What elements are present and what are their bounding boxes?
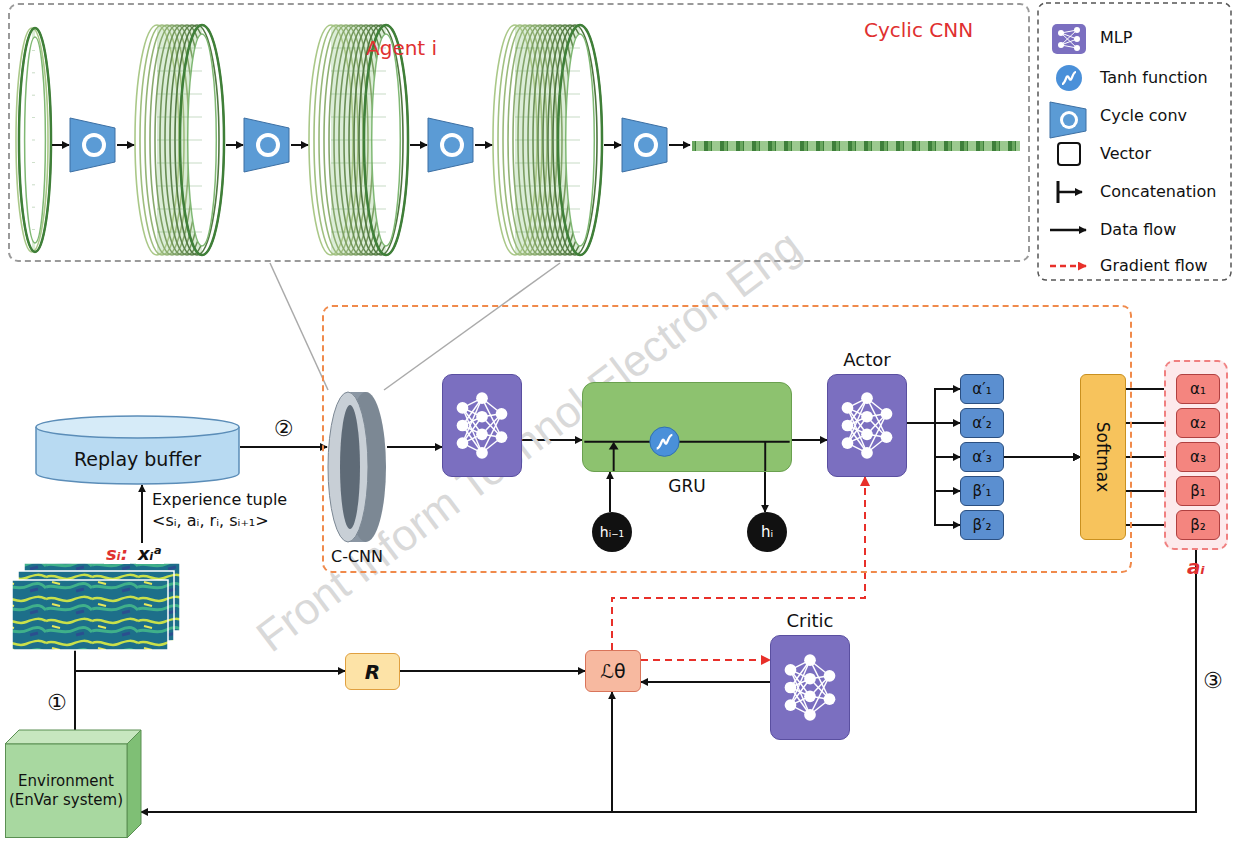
process-box: β′₁ bbox=[960, 476, 1004, 506]
action-group: aᵢα₁α₂α₃β₁β₂ bbox=[1164, 360, 1228, 550]
callout-number: ③ bbox=[1203, 668, 1223, 693]
legend-box bbox=[1038, 3, 1231, 280]
data-flow-arrow bbox=[907, 423, 960, 457]
gradient-flow-arrow bbox=[641, 659, 770, 661]
node-text: Replay buffer bbox=[74, 448, 201, 470]
legend-text: Tanh function bbox=[1100, 68, 1208, 87]
legend-text: Vector bbox=[1100, 144, 1151, 163]
node-text: α₂ bbox=[1190, 414, 1206, 432]
node-heading: Critic bbox=[787, 610, 834, 631]
node-text: α′₂ bbox=[972, 414, 991, 432]
legend-text: Cycle conv bbox=[1100, 106, 1187, 125]
legend-text: MLP bbox=[1100, 28, 1132, 47]
mlp-box bbox=[442, 374, 522, 477]
mlp-box: Actor bbox=[827, 374, 907, 477]
node-text: hᵢ₋₁ bbox=[600, 524, 624, 540]
legend-icons bbox=[1050, 24, 1086, 266]
node-text: α′₁ bbox=[972, 380, 991, 398]
process-box: α₂ bbox=[1176, 408, 1220, 438]
annotation: xᵢᵃ bbox=[136, 543, 164, 564]
data-flow-arrows bbox=[52, 144, 690, 146]
node-heading: C-CNN bbox=[331, 547, 383, 566]
cycle-conv-icons bbox=[70, 118, 667, 172]
softmax-box: Softmax bbox=[1080, 374, 1126, 540]
data-flow-arrow bbox=[907, 389, 960, 423]
region-title: Agent i bbox=[366, 36, 437, 60]
annotation: sᵢ: bbox=[104, 543, 130, 564]
output-vector-strip bbox=[692, 141, 1020, 151]
node-text: α′₃ bbox=[972, 448, 991, 466]
data-flow-arrow bbox=[609, 472, 611, 512]
data-flow-arrow bbox=[1004, 456, 1080, 458]
data-flow-arrow bbox=[907, 423, 960, 525]
process-box: β′₂ bbox=[960, 510, 1004, 540]
node-heading: GRU bbox=[668, 476, 705, 496]
cyclic-rings bbox=[16, 25, 602, 255]
data-flow-arrow bbox=[907, 423, 960, 491]
data-flow-arrow bbox=[612, 550, 1196, 812]
callout-number: ② bbox=[274, 416, 294, 441]
data-flow-arrow bbox=[792, 439, 827, 441]
data-flow-arrow bbox=[641, 681, 770, 683]
group-region: Cyclic CNN bbox=[8, 3, 1030, 262]
data-flow-arrow bbox=[240, 446, 327, 448]
mlp-icon bbox=[828, 375, 906, 476]
data-flow-arrow bbox=[1004, 456, 1080, 458]
environment-box: Environment (EnVar system) bbox=[5, 730, 141, 838]
data-flow-arrow bbox=[387, 446, 442, 448]
node-text: Softmax bbox=[1093, 422, 1113, 493]
process-box: α′₁ bbox=[960, 374, 1004, 404]
state-heatmap-stack bbox=[12, 563, 180, 650]
legend-text: Concatenation bbox=[1100, 182, 1216, 201]
process-box: R bbox=[345, 653, 400, 690]
node-text: Environment (EnVar system) bbox=[7, 772, 125, 810]
data-flow-arrow bbox=[400, 670, 585, 672]
legend-text: Gradient flow bbox=[1100, 256, 1208, 275]
data-flow-arrow bbox=[1004, 456, 1080, 458]
node-text: β₂ bbox=[1190, 516, 1206, 534]
node-heading: Actor bbox=[843, 349, 890, 370]
node-text: α₁ bbox=[1190, 380, 1206, 398]
mlp-box: Critic bbox=[770, 635, 850, 740]
region-title: Cyclic CNN bbox=[864, 18, 973, 42]
process-box: β₁ bbox=[1176, 476, 1220, 506]
process-box: α₃ bbox=[1176, 442, 1220, 472]
process-box: ℒθ bbox=[585, 650, 641, 692]
node-text: α₃ bbox=[1190, 448, 1206, 466]
hidden-state-circle: hᵢ bbox=[747, 512, 787, 552]
node-text: R bbox=[365, 660, 380, 684]
process-box: α′₂ bbox=[960, 408, 1004, 438]
node-text: β₁ bbox=[1190, 482, 1206, 500]
node-text: β′₂ bbox=[973, 516, 992, 534]
data-flow-arrow bbox=[764, 472, 766, 512]
process-box: β₂ bbox=[1176, 510, 1220, 540]
hidden-state-circle: hᵢ₋₁ bbox=[592, 512, 632, 552]
data-flow-arrow bbox=[1004, 456, 1080, 458]
data-flow-arrow bbox=[75, 671, 345, 730]
gru-internal-lines bbox=[583, 383, 791, 471]
node-text: hᵢ bbox=[761, 523, 773, 541]
annotation: <sᵢ, aᵢ, rᵢ, sᵢ₊₁> bbox=[152, 511, 269, 530]
zoom-line bbox=[270, 263, 328, 390]
buffer-cylinder: Replay buffer bbox=[35, 415, 240, 485]
data-flow-arrow bbox=[1004, 456, 1080, 458]
gru-box: GRU bbox=[582, 382, 792, 472]
node-text: ℒθ bbox=[600, 660, 625, 682]
zoom-line bbox=[384, 263, 560, 390]
mlp-icon bbox=[771, 636, 849, 739]
mlp-icon bbox=[443, 375, 521, 476]
disk-shape bbox=[327, 390, 387, 544]
annotation: Experience tuple bbox=[152, 490, 287, 509]
group-region: Agent iC-CNNGRUhᵢ₋₁hᵢActorα′₁α′₂α′₃β′₁β′… bbox=[322, 305, 1132, 573]
gradient-flow-arrow bbox=[612, 477, 865, 650]
legend-text: Data flow bbox=[1100, 220, 1176, 239]
callout-number: ① bbox=[47, 690, 67, 715]
node-heading: aᵢ bbox=[1187, 555, 1205, 579]
process-box: α₁ bbox=[1176, 374, 1220, 404]
process-box: α′₃ bbox=[960, 442, 1004, 472]
cnn-disk: C-CNN bbox=[327, 390, 387, 544]
node-text: β′₁ bbox=[973, 482, 992, 500]
